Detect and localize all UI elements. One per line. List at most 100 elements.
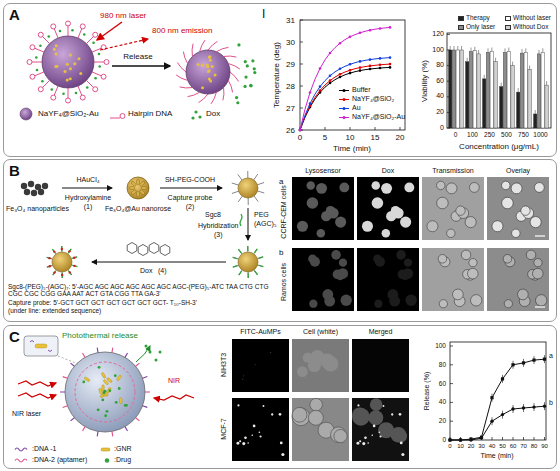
fluorescent-spot	[371, 434, 373, 436]
data-marker	[501, 377, 504, 380]
hairpin-loop	[66, 98, 71, 103]
cell	[279, 413, 282, 416]
aptamer-strand	[259, 265, 264, 266]
cell	[447, 229, 455, 237]
text-label: Merged	[369, 328, 393, 336]
petal	[131, 181, 138, 188]
data-marker	[319, 67, 322, 70]
text-label: CCRF-CEM cells	[280, 185, 288, 238]
drug-dot	[108, 389, 111, 392]
dox-dot	[41, 80, 44, 83]
tick	[300, 108, 303, 109]
fluorescent-spot	[373, 425, 375, 427]
legend-text: NaYF₄@SiO₂	[352, 95, 394, 103]
nir-arrow	[18, 393, 56, 398]
tick	[492, 437, 493, 440]
cell	[373, 254, 382, 263]
release-arrow	[112, 65, 170, 66]
cell	[437, 197, 449, 209]
gold-dot	[53, 48, 56, 51]
gold-dot	[73, 62, 76, 65]
cell	[251, 434, 253, 436]
dox-structure	[149, 243, 159, 254]
conjugate-core	[238, 178, 258, 198]
cell	[465, 217, 476, 228]
error-bar	[522, 49, 523, 53]
data-marker	[459, 438, 462, 441]
tick	[350, 127, 351, 130]
legend-marker	[343, 89, 346, 92]
viability-bar	[449, 50, 452, 128]
data-marker	[522, 361, 525, 364]
error-bar	[535, 110, 536, 114]
text-label: 30	[286, 38, 295, 47]
open-strand	[188, 92, 200, 96]
text-label: Concentration (μg/mL)	[459, 142, 539, 151]
peg-strand	[62, 272, 63, 278]
tick	[400, 127, 401, 130]
surface-dna	[71, 418, 75, 421]
error-bar	[471, 48, 472, 52]
error-bar	[467, 58, 468, 62]
open-strand	[223, 88, 224, 101]
data-marker	[469, 438, 472, 441]
cell	[427, 221, 438, 232]
legend-rod	[101, 448, 110, 451]
peg-strand	[248, 272, 249, 278]
data-marker	[379, 27, 382, 30]
text-label: 1000	[533, 131, 547, 138]
drug-dot	[106, 410, 109, 413]
aptamer-strand	[255, 271, 258, 275]
cell	[352, 408, 370, 426]
fluorescent-spot	[383, 405, 385, 407]
data-marker	[369, 65, 372, 68]
data-marker	[349, 63, 352, 66]
gold-nanorod	[102, 385, 105, 391]
dox-dot	[94, 77, 97, 80]
surface-dna	[143, 377, 148, 379]
error-bar	[478, 50, 479, 54]
text-label: MCF-7	[220, 418, 228, 439]
cell	[446, 183, 457, 194]
open-strand	[176, 75, 188, 80]
data-marker	[299, 129, 302, 132]
data-marker	[359, 69, 362, 72]
text-label: 30	[478, 443, 485, 450]
legend-text: :GNR	[114, 445, 132, 453]
release-curve	[450, 359, 545, 440]
inset-leader	[58, 356, 78, 364]
tick	[300, 42, 303, 43]
text-label: 15	[371, 133, 380, 142]
cell	[280, 442, 283, 445]
petal	[141, 186, 147, 189]
data-marker	[299, 129, 302, 132]
cell	[382, 229, 390, 237]
surface-dna	[145, 391, 150, 392]
surface-dna	[125, 353, 127, 357]
cell	[381, 183, 392, 194]
petal	[139, 181, 146, 188]
legend-dot	[105, 458, 109, 462]
petal	[131, 189, 138, 196]
text-label: Capture probe	[168, 194, 213, 202]
dox-structure	[160, 245, 170, 256]
text-label: Viability (%)	[420, 60, 429, 102]
drug-dot	[103, 392, 106, 395]
drug-dot	[97, 408, 100, 411]
open-strand	[208, 41, 217, 50]
open-strand	[230, 72, 239, 81]
legend-swatch	[458, 25, 464, 30]
free-dox	[236, 101, 239, 104]
legend-text: Buffer	[352, 86, 371, 94]
dox-dot	[61, 274, 63, 276]
data-marker	[329, 82, 332, 85]
text-label: 20	[396, 133, 405, 142]
peg-strand	[247, 171, 248, 178]
cell	[307, 197, 319, 209]
sgc8-strand	[240, 214, 242, 226]
fluorescent-spot	[400, 442, 403, 445]
dox-dot	[50, 88, 53, 91]
cell	[331, 427, 347, 443]
data-marker	[459, 438, 462, 441]
fe3o4-particle	[31, 190, 37, 196]
